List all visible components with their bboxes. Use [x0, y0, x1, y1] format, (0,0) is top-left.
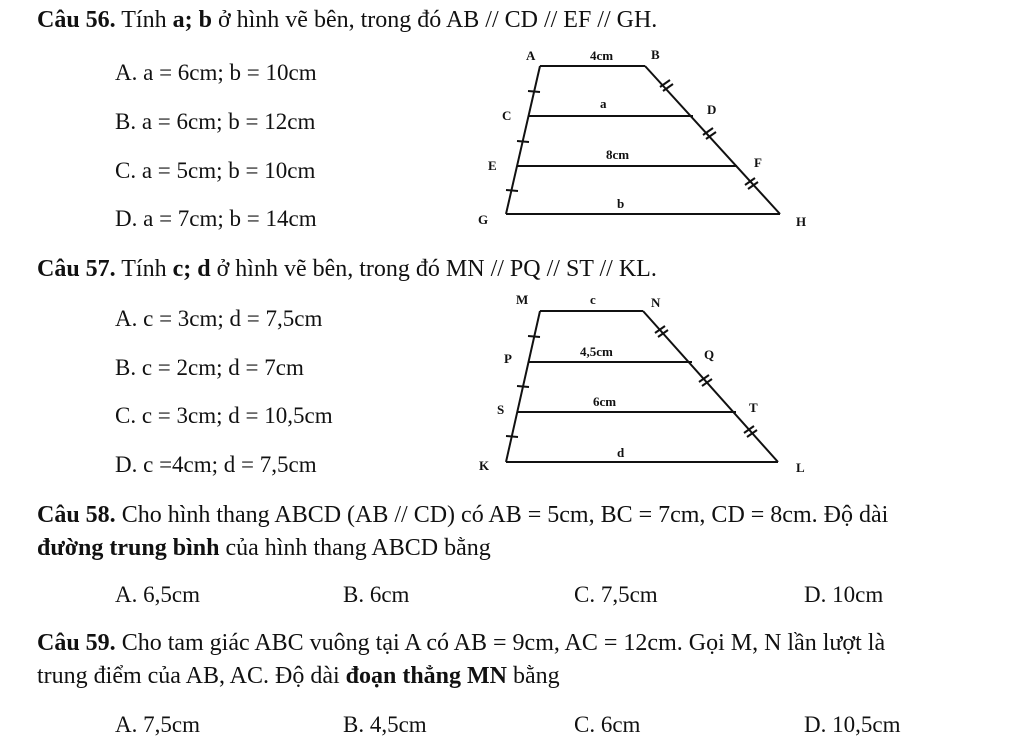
q56-vars: a; b: [172, 7, 212, 33]
q59-stem-line2: trung điểm của AB, AC. Độ dài đoạn thẳng…: [37, 662, 560, 690]
q58-option-d[interactable]: D. 10cm: [804, 582, 884, 607]
length-st-label: 6cm: [593, 394, 616, 409]
tick-right-1a: [659, 79, 671, 88]
q56-stem: Câu 56. Tính a; b ở hình vẽ bên, trong đ…: [37, 6, 657, 34]
tick-right-1a: [654, 325, 666, 334]
point-l-label: L: [796, 460, 805, 475]
tick-right-2b: [705, 131, 717, 140]
side-nl: [642, 310, 779, 463]
q58-stem-line1: Câu 58. Cho hình thang ABCD (AB // CD) c…: [37, 501, 888, 529]
q59-option-d[interactable]: D. 10,5cm: [804, 712, 901, 737]
point-c-label: C: [502, 108, 511, 123]
q57-option-b[interactable]: B. c = 2cm; d = 7cm: [115, 355, 304, 380]
tick-left-2: [516, 385, 530, 388]
length-ef-label: 8cm: [606, 147, 629, 162]
q57-label: Câu 57.: [37, 256, 116, 282]
tick-left-1: [527, 335, 541, 338]
tick-right-1b: [662, 83, 674, 92]
figure-q57: [505, 310, 779, 463]
q56-option-d[interactable]: D. a = 7cm; b = 14cm: [115, 206, 317, 231]
tick-left-3: [505, 435, 519, 438]
point-a-label: A: [526, 48, 536, 63]
length-mn-label: c: [590, 292, 596, 307]
q59-text2: trung điểm của AB, AC. Độ dài: [37, 663, 346, 689]
point-q-label: Q: [704, 347, 714, 362]
q57-option-c[interactable]: C. c = 3cm; d = 10,5cm: [115, 403, 333, 428]
q59-label: Câu 59.: [37, 630, 116, 656]
q58-option-a[interactable]: A. 6,5cm: [115, 582, 200, 607]
point-h-label: H: [796, 214, 806, 229]
q57-text-post: ở hình vẽ bên, trong đó MN // PQ // ST /…: [210, 256, 657, 282]
tick-right-2a: [702, 127, 714, 136]
tick-right-3b: [746, 429, 758, 438]
q56-option-a[interactable]: A. a = 6cm; b = 10cm: [115, 60, 317, 85]
q59-text3: bằng: [507, 663, 560, 689]
point-t-label: T: [749, 400, 758, 415]
length-pq-label: 4,5cm: [580, 344, 613, 359]
q56-text-pre: Tính: [115, 7, 173, 33]
tick-left-2: [516, 140, 530, 143]
tick-right-3a: [743, 425, 755, 434]
q59-option-b[interactable]: B. 4,5cm: [343, 712, 427, 737]
q57-vars: c; d: [172, 256, 211, 282]
length-cd-label: a: [600, 96, 607, 111]
tick-left-1: [527, 90, 541, 93]
q57-option-a[interactable]: A. c = 3cm; d = 7,5cm: [115, 306, 323, 331]
q59-text1: Cho tam giác ABC vuông tại A có AB = 9cm…: [115, 630, 886, 656]
point-s-label: S: [497, 402, 504, 417]
point-k-label: K: [479, 458, 490, 473]
q56-label: Câu 56.: [37, 7, 116, 33]
q57-option-d[interactable]: D. c =4cm; d = 7,5cm: [115, 452, 317, 477]
side-ag: [505, 65, 541, 215]
tick-right-1b: [657, 329, 669, 338]
point-n-label: N: [651, 295, 661, 310]
point-f-label: F: [754, 155, 762, 170]
point-b-label: B: [651, 47, 660, 62]
length-gh-label: b: [617, 196, 624, 211]
point-m-label: M: [516, 292, 528, 307]
q58-stem-line2: đường trung bình của hình thang ABCD bằn…: [37, 534, 491, 562]
tick-right-3b: [747, 181, 759, 190]
q58-label: Câu 58.: [37, 502, 116, 528]
q57-text-pre: Tính: [115, 256, 173, 282]
q59-option-c[interactable]: C. 6cm: [574, 712, 641, 737]
tick-right-2b: [701, 378, 713, 387]
q56-option-c[interactable]: C. a = 5cm; b = 10cm: [115, 158, 316, 183]
q59-stem-line1: Câu 59. Cho tam giác ABC vuông tại A có …: [37, 629, 885, 657]
q58-text2: của hình thang ABCD bằng: [219, 535, 491, 561]
q58-option-c[interactable]: C. 7,5cm: [574, 582, 658, 607]
q59-option-a[interactable]: A. 7,5cm: [115, 712, 200, 737]
q58-text1: Cho hình thang ABCD (AB // CD) có AB = 5…: [115, 502, 889, 528]
q58-bold: đường trung bình: [37, 535, 220, 561]
length-kl-label: d: [617, 445, 625, 460]
q56-text-post: ở hình vẽ bên, trong đó AB // CD // EF /…: [211, 7, 658, 33]
point-e-label: E: [488, 158, 497, 173]
point-d-label: D: [707, 102, 716, 117]
length-ab-label: 4cm: [590, 48, 613, 63]
point-g-label: G: [478, 212, 488, 227]
side-bh: [644, 65, 781, 215]
point-p-label: P: [504, 351, 512, 366]
q58-option-b[interactable]: B. 6cm: [343, 582, 410, 607]
tick-left-3: [505, 189, 519, 192]
figure-q56: [505, 65, 781, 215]
q57-stem: Câu 57. Tính c; d ở hình vẽ bên, trong đ…: [37, 255, 657, 283]
q56-option-b[interactable]: B. a = 6cm; b = 12cm: [115, 109, 316, 134]
tick-right-2a: [698, 374, 710, 383]
tick-right-3a: [744, 177, 756, 186]
q59-bold: đoạn thẳng MN: [345, 663, 508, 689]
